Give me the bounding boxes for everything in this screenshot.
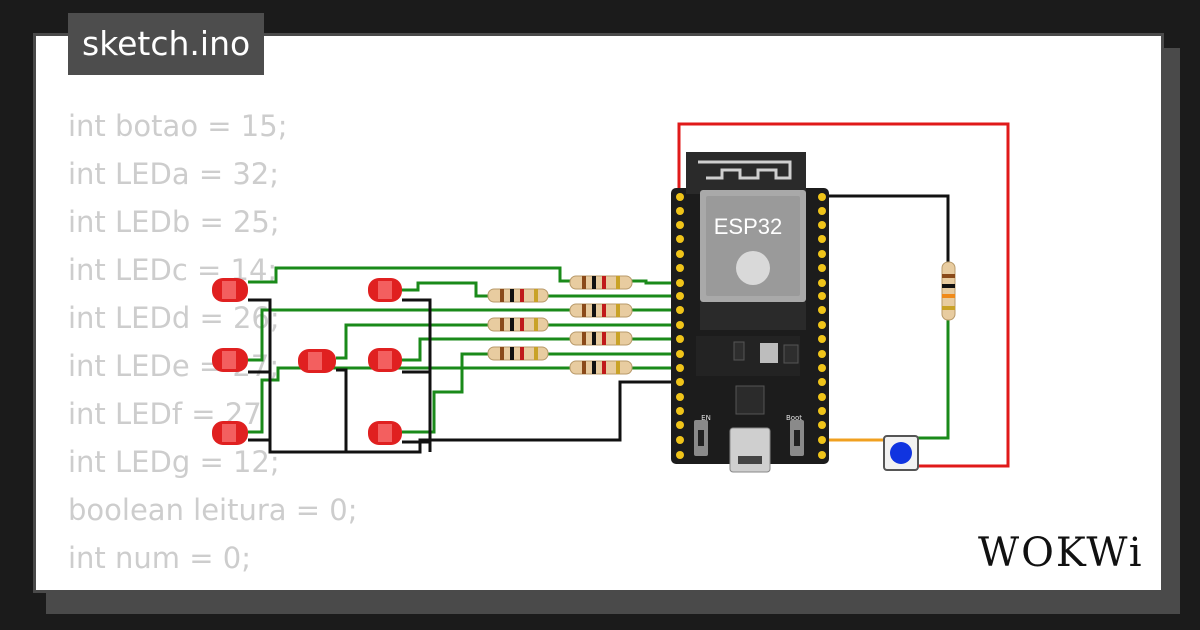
wire-common (248, 438, 272, 452)
wire-led-g (248, 366, 680, 434)
resistor-f[interactable] (487, 346, 549, 361)
en-label: EN (701, 414, 711, 422)
led-f[interactable] (368, 421, 402, 445)
wire-common (248, 298, 680, 454)
wire-led-c (248, 308, 680, 362)
pushbutton[interactable] (883, 435, 919, 471)
wire-led-a (248, 266, 680, 285)
led-g[interactable] (212, 421, 248, 445)
resistor-a[interactable] (569, 275, 633, 290)
led-a[interactable] (212, 278, 248, 302)
code-line: int botao = 15; (68, 109, 288, 143)
code-line: boolean leitura = 0; (68, 493, 358, 527)
wire-common (336, 368, 348, 452)
code-line: int num = 0; (68, 541, 251, 575)
led-d[interactable] (298, 349, 336, 373)
led-e[interactable] (368, 348, 402, 372)
code-line: int LEDg = 12; (68, 445, 280, 479)
led-c[interactable] (212, 348, 248, 372)
resistor-b[interactable] (487, 288, 549, 303)
wire-button-signal (820, 412, 884, 442)
wire-resistor-button (918, 318, 950, 440)
resistor-e[interactable] (569, 331, 633, 346)
resistor-c[interactable] (569, 303, 633, 318)
wire-common (402, 298, 432, 452)
code-line: int LEDa = 32; (68, 157, 280, 191)
wire-led-f (402, 352, 680, 434)
wire-gnd-resistor (822, 194, 950, 262)
code-line: int LEDb = 25; (68, 205, 280, 239)
file-tab[interactable]: sketch.ino (68, 13, 265, 75)
wire-3v3 (677, 122, 1010, 468)
boot-label: Boot (786, 414, 802, 422)
resistor-g[interactable] (569, 360, 633, 375)
resistor-button[interactable] (941, 261, 956, 321)
wire-led-e (402, 337, 680, 362)
code-line: int LEDd = 26; (68, 301, 280, 335)
esp32-board[interactable]: ESP32 EN Boot (671, 152, 829, 473)
wokwi-logo-text: WOKWi (978, 530, 1144, 576)
resistor-d[interactable] (487, 317, 549, 332)
esp32-title: ESP32 (714, 214, 783, 239)
led-b[interactable] (368, 278, 402, 302)
wokwi-logo: WOKWi (978, 530, 1144, 576)
